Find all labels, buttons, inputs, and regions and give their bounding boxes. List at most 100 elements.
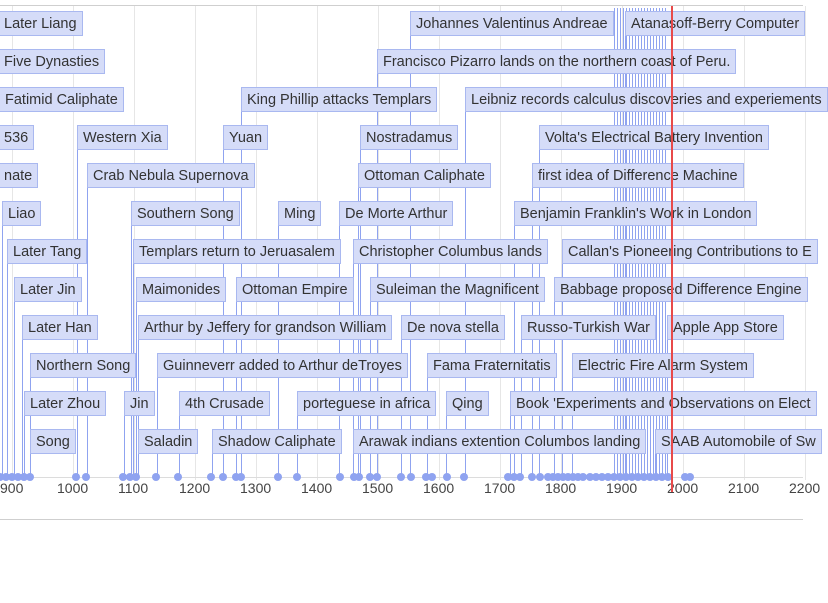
timeline-event[interactable]: Jin <box>124 391 155 416</box>
timeline-event[interactable]: Saladin <box>138 429 199 454</box>
event-dot[interactable] <box>686 473 694 481</box>
event-dot[interactable] <box>579 473 587 481</box>
event-dot[interactable] <box>604 473 612 481</box>
event-dot[interactable] <box>516 473 524 481</box>
event-dot[interactable] <box>119 473 127 481</box>
event-dot[interactable] <box>559 473 567 481</box>
timeline-event[interactable]: Callan's Pioneering Contributions to E <box>562 239 818 264</box>
event-dot[interactable] <box>592 473 600 481</box>
timeline-event[interactable]: Ming <box>278 201 322 226</box>
event-dot[interactable] <box>528 473 536 481</box>
event-dot[interactable] <box>634 473 642 481</box>
timeline-event[interactable]: Qing <box>446 391 489 416</box>
event-dot[interactable] <box>681 473 689 481</box>
timeline-event[interactable]: Crab Nebula Supernova <box>87 163 255 188</box>
event-dot[interactable] <box>510 473 518 481</box>
event-dot[interactable] <box>293 473 301 481</box>
event-dot[interactable] <box>336 473 344 481</box>
timeline-event[interactable]: Templars return to Jeruasalem <box>133 239 341 264</box>
event-dot[interactable] <box>407 473 415 481</box>
timeline-event[interactable]: Volta's Electrical Battery Invention <box>539 125 769 150</box>
timeline-event[interactable]: Southern Song <box>131 201 240 226</box>
timeline-event[interactable]: Francisco Pizarro lands on the northern … <box>377 49 737 74</box>
event-dot[interactable] <box>628 473 636 481</box>
timeline-event[interactable]: Later Liang <box>0 11 83 36</box>
timeline-event[interactable]: Christopher Columbus lands <box>353 239 548 264</box>
timeline-event[interactable]: Apple App Store <box>667 315 784 340</box>
event-dot[interactable] <box>397 473 405 481</box>
timeline-event[interactable]: Later Tang <box>7 239 88 264</box>
event-dot[interactable] <box>428 473 436 481</box>
event-dot[interactable] <box>549 473 557 481</box>
event-dot[interactable] <box>20 473 28 481</box>
timeline-event[interactable]: Yuan <box>223 125 269 150</box>
event-dot[interactable] <box>219 473 227 481</box>
event-dot[interactable] <box>664 473 672 481</box>
timeline-event[interactable]: Electric Fire Alarm System <box>572 353 754 378</box>
timeline-event[interactable]: SAAB Automobile of Sw <box>655 429 822 454</box>
timeline-event[interactable]: Northern Song <box>30 353 137 378</box>
timeline-event[interactable]: Nostradamus <box>360 125 459 150</box>
event-dot[interactable] <box>610 473 618 481</box>
timeline-event[interactable]: Atanasoff-Berry Computer <box>625 11 806 36</box>
timeline-event[interactable]: Western Xia <box>77 125 168 150</box>
timeline-event[interactable]: Arawak indians extention Columbos landin… <box>353 429 647 454</box>
event-dot[interactable] <box>646 473 654 481</box>
event-dot[interactable] <box>443 473 451 481</box>
timeline-event[interactable]: Song <box>30 429 76 454</box>
timeline-event[interactable]: 4th Crusade <box>179 391 270 416</box>
timeline-event[interactable]: Fama Fraternitatis <box>427 353 557 378</box>
timeline-event[interactable]: porteguese in africa <box>297 391 437 416</box>
timeline-event[interactable]: nate <box>0 163 39 188</box>
event-dot[interactable] <box>564 473 572 481</box>
event-dot[interactable] <box>586 473 594 481</box>
event-dot[interactable] <box>640 473 648 481</box>
event-dot[interactable] <box>152 473 160 481</box>
timeline-event[interactable]: Ottoman Empire <box>236 277 354 302</box>
event-dot[interactable] <box>2 473 10 481</box>
timeline-event[interactable]: Leibniz records calculus discoveries and… <box>465 87 828 112</box>
timeline-event[interactable]: Liao <box>2 201 42 226</box>
event-dot[interactable] <box>8 473 16 481</box>
timeline-event[interactable]: 536 <box>0 125 35 150</box>
event-dot[interactable] <box>574 473 582 481</box>
event-dot[interactable] <box>652 473 660 481</box>
timeline-event[interactable]: first idea of Difference Machine <box>532 163 744 188</box>
event-dot[interactable] <box>237 473 245 481</box>
event-dot[interactable] <box>72 473 80 481</box>
event-dot[interactable] <box>373 473 381 481</box>
timeline-event[interactable]: Book 'Experiments and Observations on El… <box>510 391 817 416</box>
timeline-event[interactable]: Babbage proposed Difference Engine <box>554 277 808 302</box>
event-dot[interactable] <box>569 473 577 481</box>
event-dot[interactable] <box>132 473 140 481</box>
event-dot[interactable] <box>460 473 468 481</box>
event-dot[interactable] <box>598 473 606 481</box>
event-dot[interactable] <box>274 473 282 481</box>
event-dot[interactable] <box>536 473 544 481</box>
timeline-event[interactable]: Arthur by Jeffery for grandson William <box>138 315 393 340</box>
timeline-event[interactable]: Later Zhou <box>24 391 107 416</box>
event-dot[interactable] <box>355 473 363 481</box>
event-dot[interactable] <box>658 473 666 481</box>
event-dot[interactable] <box>350 473 358 481</box>
event-dot[interactable] <box>554 473 562 481</box>
event-dot[interactable] <box>366 473 374 481</box>
event-dot[interactable] <box>544 473 552 481</box>
event-dot[interactable] <box>174 473 182 481</box>
event-dot[interactable] <box>14 473 22 481</box>
event-dot[interactable] <box>422 473 430 481</box>
timeline-event[interactable]: Johannes Valentinus Andreae <box>410 11 614 36</box>
timeline-event[interactable]: Russo-Turkish War <box>521 315 656 340</box>
event-dot[interactable] <box>82 473 90 481</box>
timeline-event[interactable]: Fatimid Caliphate <box>0 87 124 112</box>
timeline-event[interactable]: Later Han <box>22 315 98 340</box>
event-dot[interactable] <box>26 473 34 481</box>
timeline-event[interactable]: De nova stella <box>401 315 505 340</box>
timeline-event[interactable]: Shadow Caliphate <box>212 429 342 454</box>
timeline-event[interactable]: Ottoman Caliphate <box>358 163 491 188</box>
event-dot[interactable] <box>232 473 240 481</box>
timeline-event[interactable]: Benjamin Franklin's Work in London <box>514 201 758 226</box>
timeline-event[interactable]: Guinneverr added to Arthur deTroyes <box>157 353 408 378</box>
event-dot[interactable] <box>126 473 134 481</box>
